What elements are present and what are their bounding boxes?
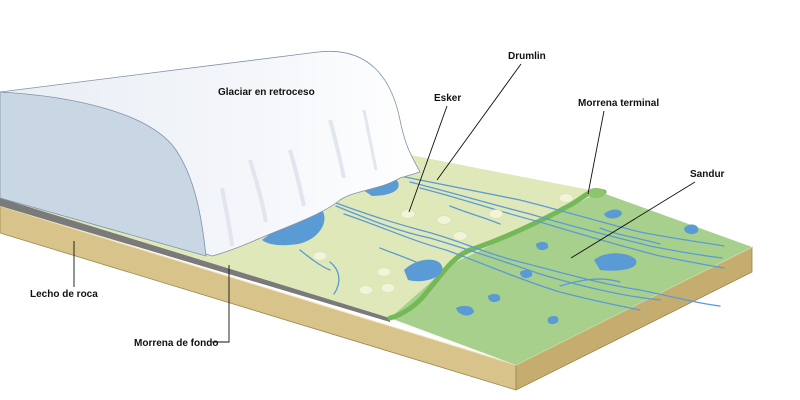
ice-streak	[220, 187, 234, 247]
lake	[404, 259, 443, 282]
lake	[684, 224, 699, 235]
lake	[594, 253, 637, 271]
labels: Glaciar en retroceso Esker Drumlin Morre…	[30, 51, 725, 349]
drumlin	[376, 267, 392, 277]
stream	[399, 175, 725, 247]
ice-streak	[248, 159, 268, 223]
meltwater-streams	[299, 175, 725, 311]
ice-streak	[328, 119, 346, 179]
stream	[343, 213, 641, 311]
lake	[547, 315, 559, 325]
label-terminal-moraine: Morrena terminal	[578, 98, 659, 109]
drumlins	[312, 193, 574, 295]
glacier-ice-front	[0, 91, 207, 257]
lake	[488, 293, 501, 303]
leader-sandur	[570, 181, 696, 259]
label-ground-moraine: Morrena de fondo	[134, 338, 218, 349]
lake	[604, 209, 622, 219]
drumlin	[436, 215, 452, 225]
stream	[559, 278, 621, 287]
ice-streak	[362, 109, 378, 171]
leader-terminal-moraine	[587, 110, 605, 195]
label-glacier: Glaciar en retroceso	[218, 87, 315, 98]
drumlin	[452, 231, 468, 241]
leader-esker	[408, 105, 448, 213]
drumlin	[558, 193, 574, 203]
sandur-plain	[390, 192, 752, 365]
ground-moraine-layer	[0, 198, 390, 322]
terminal-moraine-hill	[587, 188, 605, 198]
lake	[262, 210, 325, 246]
stream	[599, 227, 661, 245]
stream	[379, 247, 431, 271]
label-bedrock: Lecho de roca	[30, 289, 98, 300]
drumlin	[312, 251, 328, 261]
stream	[327, 199, 721, 307]
label-sandur: Sandur	[690, 169, 725, 180]
drumlin	[380, 283, 396, 293]
leader-drumlin	[436, 63, 522, 181]
label-esker: Esker	[434, 93, 461, 104]
stream	[409, 181, 723, 259]
lake	[456, 305, 474, 316]
stream	[449, 205, 501, 225]
ice-streak	[288, 149, 306, 207]
drumlin	[400, 209, 416, 219]
lakes	[262, 176, 699, 325]
stream	[419, 187, 725, 269]
label-drumlin: Drumlin	[508, 51, 546, 62]
glacier-ice-top	[0, 50, 421, 257]
glacier	[0, 50, 421, 257]
stream	[335, 205, 661, 301]
lake	[536, 241, 549, 251]
drumlin	[358, 285, 374, 295]
stream	[299, 249, 331, 271]
drumlin	[488, 209, 504, 219]
lake	[520, 269, 533, 279]
stream	[329, 261, 340, 295]
leader-ground-moraine	[212, 265, 230, 343]
